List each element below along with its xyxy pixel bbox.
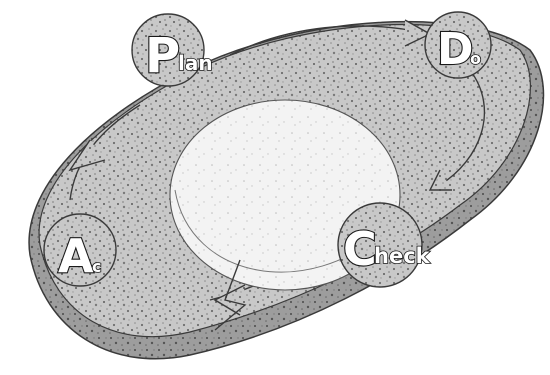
node-check-letter: C [343,222,377,276]
node-check-rest: heck [374,244,431,268]
node-do-letter: D [437,24,474,75]
node-plan-letter: P [145,28,180,84]
node-act: A c [44,214,116,286]
node-do: D o [425,12,491,78]
node-do-rest: o [470,49,481,68]
node-plan-rest: lan [178,51,213,75]
node-act-letter: A [58,229,94,283]
node-act-rest: c [92,257,101,276]
